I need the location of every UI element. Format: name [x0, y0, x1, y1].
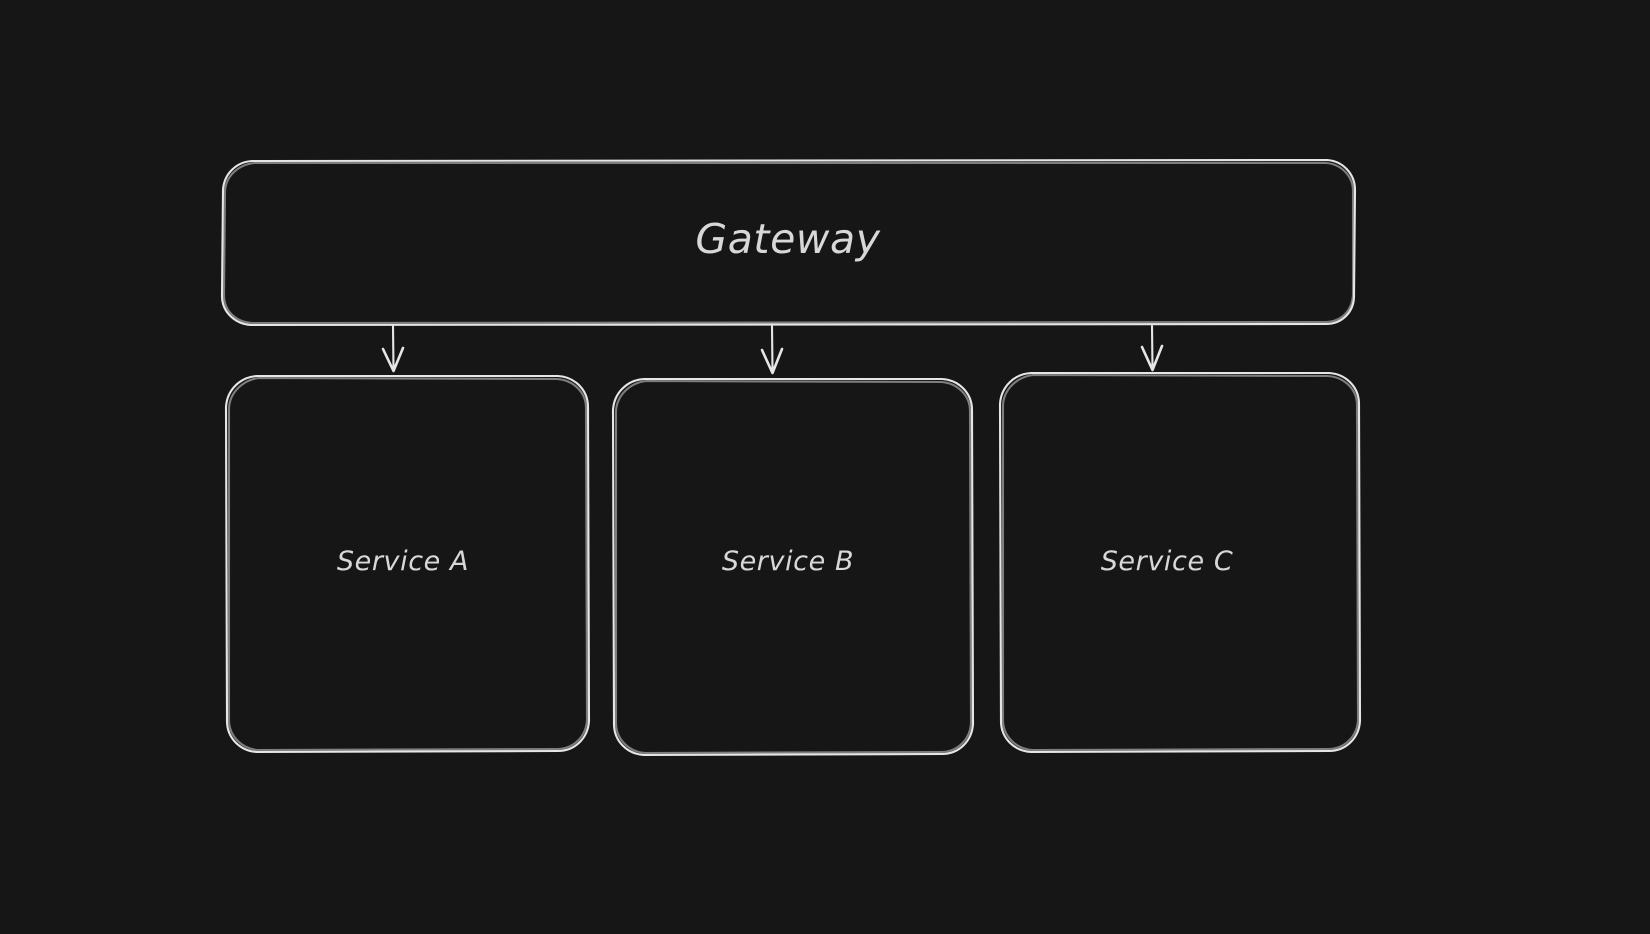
- arrowhead-c: [1140, 344, 1164, 372]
- gateway-box-outline: [220, 158, 1357, 327]
- edge-line-c: [1150, 324, 1154, 370]
- service-a-box-outline: [224, 374, 591, 754]
- arrowhead-b: [760, 347, 784, 375]
- arrowhead-a: [381, 346, 405, 373]
- service-c-box-outline: [998, 371, 1362, 754]
- edge-gateway-to-service-a[interactable]: [381, 324, 405, 373]
- edge-line-a: [391, 324, 395, 371]
- edge-line-b: [770, 324, 774, 373]
- service-c-box-outline-pass2: [1001, 373, 1360, 752]
- service-b-label: Service B: [722, 546, 854, 577]
- node-gateway[interactable]: Gateway: [220, 158, 1357, 327]
- node-service-c[interactable]: Service C: [998, 371, 1362, 754]
- service-c-label: Service C: [1101, 546, 1234, 577]
- edge-gateway-to-service-b[interactable]: [760, 324, 784, 375]
- service-a-box-outline-pass2: [227, 376, 589, 752]
- node-service-a[interactable]: Service A: [224, 374, 591, 754]
- node-service-b[interactable]: Service B: [611, 377, 975, 757]
- gateway-box-outline-pass2: [222, 161, 1355, 325]
- service-b-box-outline-pass2: [614, 379, 973, 755]
- edge-gateway-to-service-c[interactable]: [1140, 324, 1164, 372]
- gateway-label: Gateway: [695, 215, 880, 263]
- service-a-label: Service A: [337, 546, 469, 577]
- service-b-box-outline: [611, 377, 975, 757]
